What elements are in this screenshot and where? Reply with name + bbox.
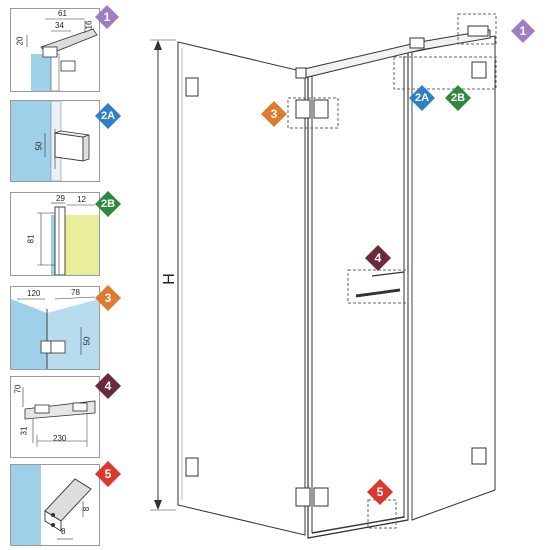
main-badge-1: 1 <box>510 18 536 44</box>
detail-badge-4: 4 <box>94 372 122 400</box>
callout-box-1 <box>457 13 497 45</box>
detail-1-dim-61: 61 <box>58 9 67 18</box>
detail-badge-2b: 2B <box>94 190 122 218</box>
detail-4-dim-70: 70 <box>13 384 23 394</box>
detail-4-dim-230: 230 <box>53 434 67 443</box>
detail-2a-dim-50: 50 <box>34 141 44 151</box>
main-badge-5: 5 <box>366 478 394 506</box>
callout-box-3 <box>287 97 339 129</box>
detail-5-dim-8-bottom: 8 <box>61 527 66 536</box>
detail-panel-2a: 50 <box>10 100 100 182</box>
detail-1-dim-20: 20 <box>15 36 25 46</box>
detail-badge-1: 1 <box>94 4 120 30</box>
detail-4-drawing <box>22 387 96 447</box>
callout-box-2 <box>393 56 497 90</box>
detail-panel-4: 70 31 230 <box>10 376 100 458</box>
detail-2b-drawing <box>37 202 99 275</box>
detail-1-dim-16: 16 <box>84 20 94 30</box>
main-badge-2b: 2B <box>444 84 472 112</box>
main-badge-2a: 2A <box>408 84 436 112</box>
detail-2b-dim-29: 29 <box>56 194 65 203</box>
detail-2b-dim-12: 12 <box>77 195 86 204</box>
detail-badge-5: 5 <box>94 460 122 488</box>
detail-1-drawing <box>26 18 98 91</box>
detail-5-drawing <box>11 465 92 545</box>
detail-4-dim-31: 31 <box>19 426 29 436</box>
detail-badge-2a: 2A <box>94 102 122 130</box>
detail-panel-5: 8 8 <box>10 464 100 546</box>
detail-5-dim-8-side: 8 <box>82 506 92 512</box>
detail-3-dim-120: 120 <box>27 289 41 298</box>
detail-1-dim-34: 34 <box>55 21 64 30</box>
callout-box-5 <box>367 499 397 529</box>
detail-3-dim-78: 78 <box>71 288 80 297</box>
detail-3-drawing <box>11 296 99 369</box>
detail-2a-drawing <box>11 101 90 181</box>
main-badge-4: 4 <box>364 244 392 272</box>
detail-panel-1: 61 34 16 20 <box>10 8 100 92</box>
detail-panel-2b: 29 12 81 <box>10 192 100 276</box>
detail-badge-3: 3 <box>94 284 122 312</box>
main-badge-3: 3 <box>260 100 288 128</box>
left-glass-panel <box>177 41 306 536</box>
detail-panel-3: 120 78 50 <box>10 286 100 370</box>
detail-2b-dim-81: 81 <box>26 234 36 244</box>
detail-3-dim-50: 50 <box>82 336 92 346</box>
height-label: H <box>160 273 178 285</box>
